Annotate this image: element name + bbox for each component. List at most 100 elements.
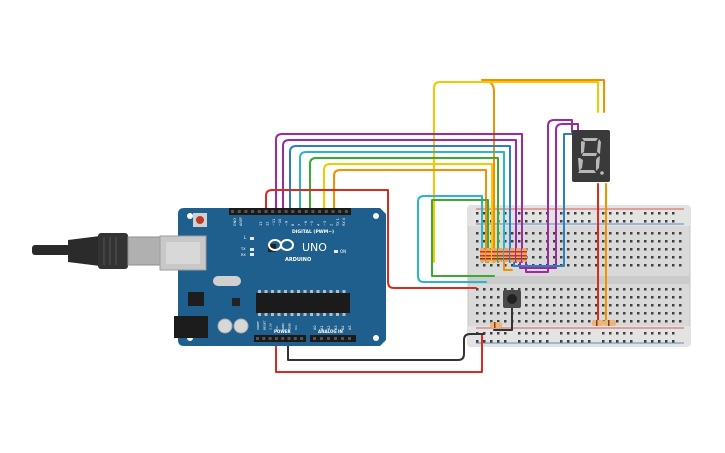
resistor[interactable] — [516, 248, 521, 262]
breadboard-hole[interactable] — [483, 240, 486, 243]
breadboard-hole[interactable] — [609, 312, 612, 315]
breadboard-hole[interactable] — [574, 320, 577, 323]
breadboard-hole[interactable] — [616, 332, 619, 335]
breadboard-hole[interactable] — [630, 296, 633, 299]
breadboard-hole[interactable] — [553, 304, 556, 307]
breadboard-hole[interactable] — [518, 320, 521, 323]
breadboard-hole[interactable] — [567, 296, 570, 299]
header-pin[interactable] — [311, 210, 315, 213]
breadboard-hole[interactable] — [504, 240, 507, 243]
breadboard-hole[interactable] — [546, 288, 549, 291]
breadboard-hole[interactable] — [658, 220, 661, 223]
breadboard-hole[interactable] — [532, 256, 535, 259]
breadboard-hole[interactable] — [476, 256, 479, 259]
header-pin[interactable] — [348, 337, 351, 340]
breadboard-hole[interactable] — [518, 220, 521, 223]
breadboard-hole[interactable] — [588, 248, 591, 251]
breadboard-hole[interactable] — [504, 212, 507, 215]
breadboard-hole[interactable] — [476, 232, 479, 235]
breadboard-hole[interactable] — [581, 320, 584, 323]
breadboard-hole[interactable] — [665, 264, 668, 267]
wire-yellow-top-loop[interactable] — [433, 81, 599, 263]
wire-purple-seg2[interactable] — [519, 123, 579, 269]
breadboard-hole[interactable] — [637, 264, 640, 267]
breadboard-hole[interactable] — [518, 232, 521, 235]
breadboard-hole[interactable] — [658, 264, 661, 267]
breadboard-hole[interactable] — [651, 240, 654, 243]
breadboard-hole[interactable] — [553, 256, 556, 259]
breadboard-hole[interactable] — [567, 256, 570, 259]
breadboard-hole[interactable] — [672, 248, 675, 251]
wire-black-button[interactable] — [493, 299, 513, 331]
breadboard-hole[interactable] — [560, 212, 563, 215]
breadboard-hole[interactable] — [539, 232, 542, 235]
header-pin[interactable] — [268, 337, 272, 340]
breadboard-hole[interactable] — [574, 288, 577, 291]
resistor-bottom-right-1[interactable] — [592, 320, 604, 326]
resistor[interactable] — [498, 248, 503, 262]
breadboard-hole[interactable] — [665, 212, 668, 215]
breadboard-hole[interactable] — [574, 296, 577, 299]
breadboard-hole[interactable] — [651, 296, 654, 299]
breadboard-hole[interactable] — [497, 340, 500, 343]
header-pin[interactable] — [293, 337, 297, 340]
seven-segment-display[interactable]: 8 — [572, 130, 610, 182]
breadboard-hole[interactable] — [644, 240, 647, 243]
breadboard-hole[interactable] — [644, 264, 647, 267]
breadboard-hole[interactable] — [574, 264, 577, 267]
analog-header[interactable] — [310, 335, 356, 342]
breadboard-hole[interactable] — [595, 304, 598, 307]
breadboard-hole[interactable] — [644, 312, 647, 315]
breadboard-hole[interactable] — [574, 240, 577, 243]
breadboard-hole[interactable] — [581, 304, 584, 307]
breadboard-hole[interactable] — [546, 296, 549, 299]
breadboard-hole[interactable] — [623, 256, 626, 259]
breadboard-hole[interactable] — [595, 288, 598, 291]
breadboard-hole[interactable] — [609, 248, 612, 251]
breadboard-hole[interactable] — [623, 240, 626, 243]
breadboard-hole[interactable] — [658, 296, 661, 299]
wire-orange-pin5[interactable] — [333, 169, 487, 263]
breadboard-hole[interactable] — [665, 232, 668, 235]
breadboard-hole[interactable] — [553, 232, 556, 235]
wire-yellow-pin6[interactable] — [323, 163, 493, 263]
breadboard-hole[interactable] — [546, 304, 549, 307]
breadboard-hole[interactable] — [602, 220, 605, 223]
breadboard-hole[interactable] — [609, 296, 612, 299]
header-pin[interactable] — [338, 210, 342, 213]
breadboard-hole[interactable] — [588, 212, 591, 215]
breadboard-hole[interactable] — [525, 340, 528, 343]
header-pin[interactable] — [298, 210, 301, 213]
breadboard-hole[interactable] — [588, 296, 591, 299]
breadboard-hole[interactable] — [581, 288, 584, 291]
wire-cyan-pin9[interactable] — [299, 151, 505, 263]
breadboard-hole[interactable] — [644, 248, 647, 251]
breadboard-hole[interactable] — [630, 332, 633, 335]
wire-green-loop[interactable] — [431, 199, 495, 277]
breadboard-hole[interactable] — [630, 340, 633, 343]
breadboard-hole[interactable] — [672, 232, 675, 235]
breadboard-hole[interactable] — [672, 240, 675, 243]
breadboard-hole[interactable] — [658, 304, 661, 307]
header-pin[interactable] — [281, 337, 285, 340]
breadboard-hole[interactable] — [511, 288, 514, 291]
breadboard-hole[interactable] — [602, 296, 605, 299]
breadboard-hole[interactable] — [609, 220, 612, 223]
breadboard-hole[interactable] — [595, 312, 598, 315]
breadboard-hole[interactable] — [672, 212, 675, 215]
breadboard-hole[interactable] — [518, 212, 521, 215]
breadboard-hole[interactable] — [567, 304, 570, 307]
breadboard-hole[interactable] — [588, 232, 591, 235]
breadboard-hole[interactable] — [679, 304, 682, 307]
breadboard-hole[interactable] — [658, 312, 661, 315]
breadboard-hole[interactable] — [679, 288, 682, 291]
breadboard-hole[interactable] — [602, 288, 605, 291]
breadboard-hole[interactable] — [602, 240, 605, 243]
breadboard-hole[interactable] — [532, 240, 535, 243]
breadboard-hole[interactable] — [567, 264, 570, 267]
breadboard-hole[interactable] — [532, 248, 535, 251]
breadboard-hole[interactable] — [525, 212, 528, 215]
breadboard-hole[interactable] — [567, 340, 570, 343]
breadboard-hole[interactable] — [539, 256, 542, 259]
breadboard-hole[interactable] — [644, 296, 647, 299]
